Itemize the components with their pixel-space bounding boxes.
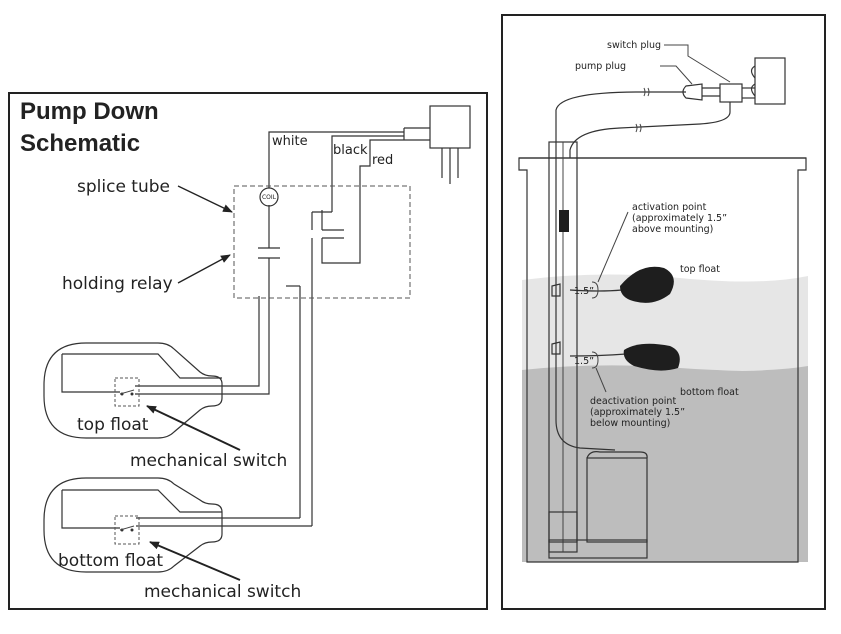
top-float-outline bbox=[43, 342, 223, 439]
coil-label: COIL bbox=[262, 194, 277, 201]
activation-point-line2: (approximately 1.5” bbox=[632, 213, 727, 224]
wire-white-label: white bbox=[272, 134, 308, 149]
switch-plug-label: switch plug bbox=[607, 40, 661, 51]
bottom-float-label-install: bottom float bbox=[680, 387, 739, 398]
top-float-label: top float bbox=[77, 415, 149, 435]
splice-tube-label: splice tube bbox=[77, 177, 170, 197]
activation-point-line1: activation point bbox=[632, 202, 707, 213]
deactivation-point-line2: (approximately 1.5” bbox=[590, 407, 685, 418]
pump-cord bbox=[555, 91, 686, 158]
splice-tube bbox=[559, 210, 569, 232]
bottom-gap-label: 1.5” bbox=[574, 356, 594, 367]
schematic-title-line1: Pump Down bbox=[20, 98, 159, 125]
holding-relay-label: holding relay bbox=[62, 274, 173, 294]
relay-contact-1 bbox=[258, 247, 280, 259]
mechanical-switch-label-2: mechanical switch bbox=[144, 582, 301, 602]
wiring bbox=[135, 131, 404, 527]
pump-plug-label: pump plug bbox=[575, 61, 626, 72]
schematic-panel: Pump Down Schematic bbox=[8, 92, 488, 610]
lower-water-zone bbox=[522, 365, 808, 562]
activation-point-line3: above mounting) bbox=[632, 224, 713, 235]
wire-red-label: red bbox=[372, 153, 393, 168]
pump-plug bbox=[682, 83, 720, 101]
relay-contact-2 bbox=[321, 210, 344, 239]
top-gap-label: 1.5” bbox=[574, 286, 594, 297]
bottom-float-switch bbox=[114, 515, 140, 545]
pump bbox=[548, 451, 648, 559]
top-float-inner bbox=[61, 353, 222, 393]
top-float bbox=[551, 266, 674, 303]
schematic-frame bbox=[8, 92, 488, 610]
switch-cord bbox=[569, 111, 731, 158]
bottom-float bbox=[551, 341, 680, 371]
schematic-title-line2: Schematic bbox=[20, 130, 140, 157]
bottom-float-inner bbox=[61, 489, 222, 529]
wall-outlet bbox=[750, 57, 786, 105]
deactivation-point-line1: deactivation point bbox=[590, 396, 676, 407]
installation-panel: switch plug pump plug 1.5” bbox=[501, 14, 826, 610]
sump-basin bbox=[518, 157, 807, 563]
holding-relay-box bbox=[233, 185, 411, 299]
installation-frame bbox=[501, 14, 826, 610]
top-float-switch bbox=[114, 377, 140, 407]
switch-plug bbox=[719, 83, 755, 112]
wire-black-label: black bbox=[333, 143, 368, 158]
bottom-float-label: bottom float bbox=[58, 551, 163, 571]
power-plug bbox=[403, 105, 471, 184]
bottom-float-outline bbox=[43, 477, 223, 573]
top-float-label-install: top float bbox=[680, 264, 720, 275]
mechanical-switch-label-1: mechanical switch bbox=[130, 451, 287, 471]
coil bbox=[259, 187, 279, 207]
deactivation-point-line3: below mounting) bbox=[590, 418, 670, 429]
